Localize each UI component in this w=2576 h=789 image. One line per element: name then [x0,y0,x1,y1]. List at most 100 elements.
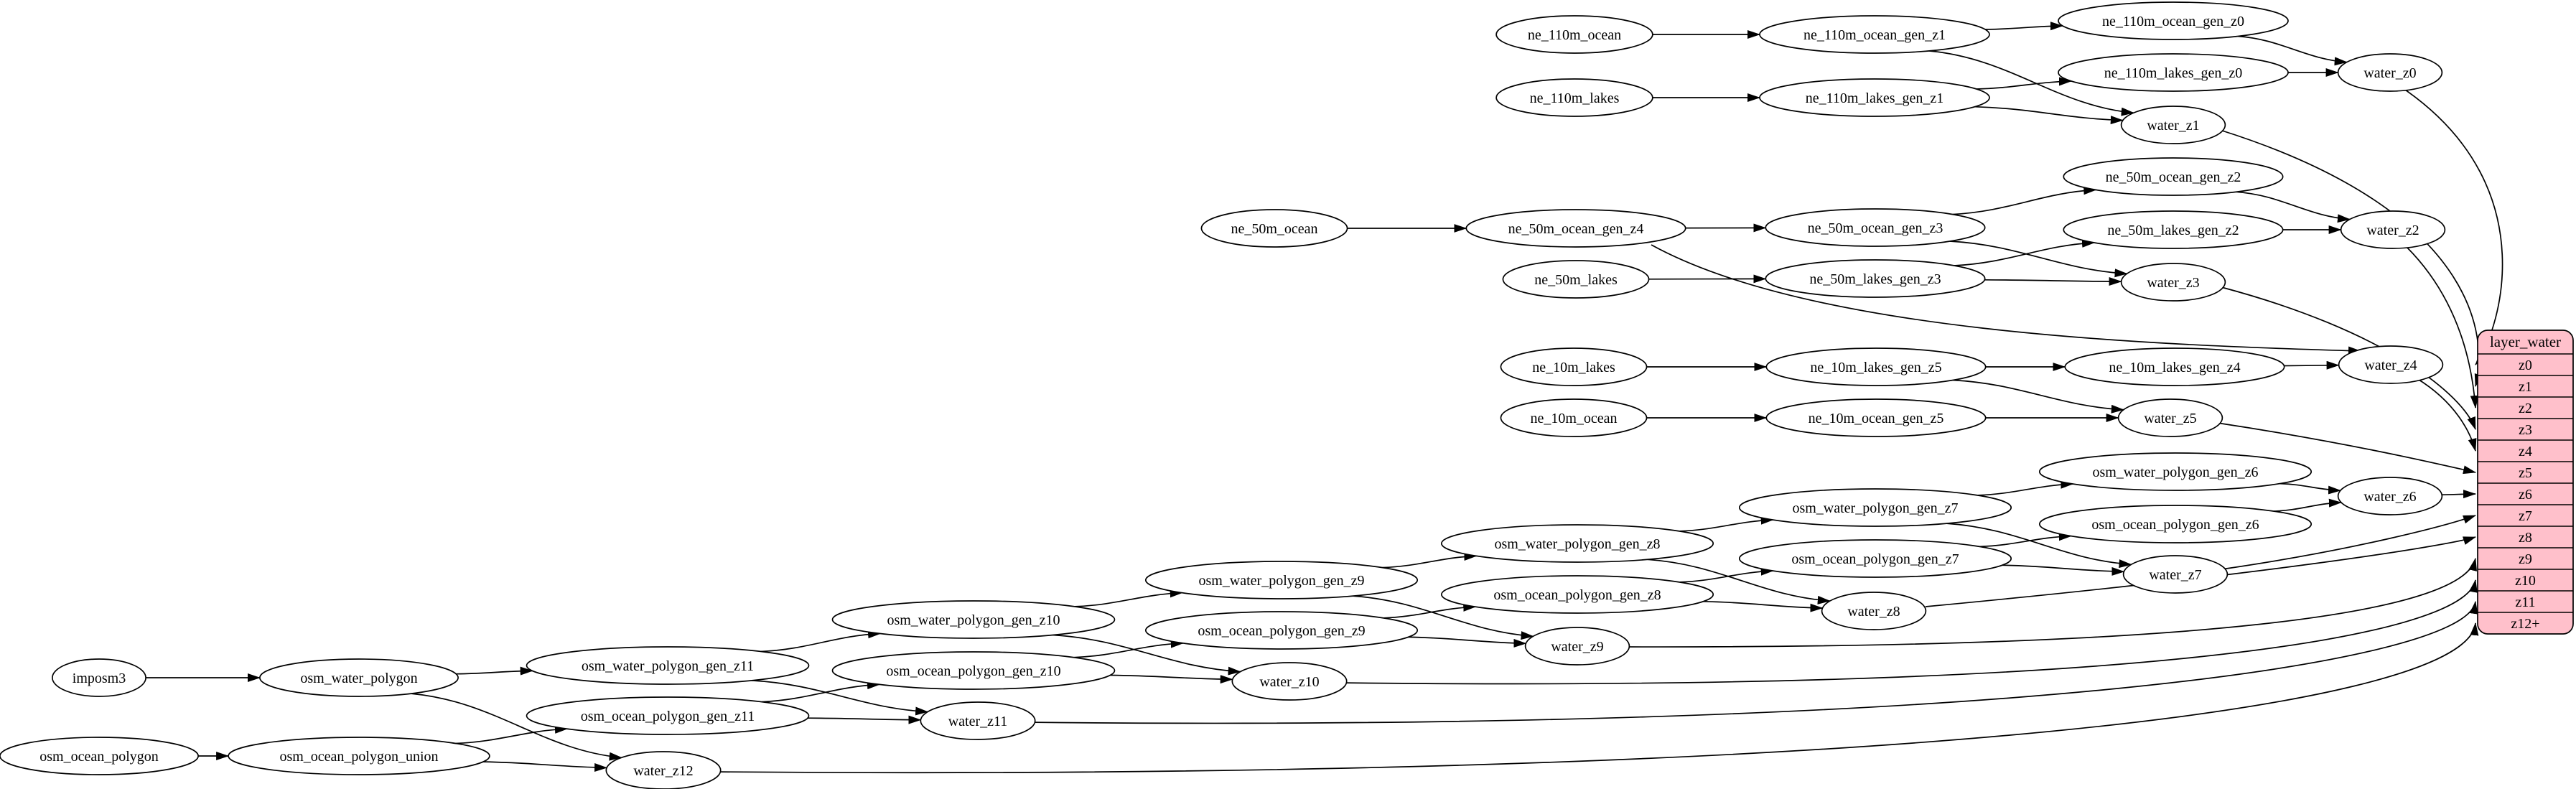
node-water_z1: water_z1 [2120,106,2226,144]
node-water_z8: water_z8 [1821,592,1927,630]
node-shape-ne_50m_ocean_gen_z2 [2063,157,2284,196]
node-shape-osm_water_polygon_gen_z9 [1144,561,1419,599]
node-shape-ne_10m_ocean [1500,398,1648,437]
node-shape-ne_10m_lakes_gen_z4 [2064,347,2285,386]
node-label-osm_ocean_polygon_gen_z10: osm_ocean_polygon_gen_z10 [886,663,1060,679]
edge-osm_water_polygon_gen_z10-to-water_z10 [1053,634,1241,676]
node-shape-ne_110m_ocean [1495,15,1653,54]
node-water_z2: water_z2 [2340,210,2446,249]
node-shape-water_z2 [2340,210,2446,249]
node-shape-water_z6 [2337,477,2443,515]
node-imposm3: imposm3 [52,658,146,697]
node-shape-osm_ocean_polygon [0,737,199,775]
node-label-osm_water_polygon_gen_z8: osm_water_polygon_gen_z8 [1494,536,1660,552]
node-shape-water_z3 [2120,263,2226,302]
node-shape-ne_110m_ocean_gen_z0 [2058,1,2289,40]
node-shape-osm_ocean_polygon_gen_z10 [831,651,1116,690]
edge-ne_50m_lakes_gen_z3-to-ne_50m_lakes_gen_z2 [1954,238,2095,266]
node-shape-osm_ocean_polygon_gen_z7 [1738,539,2012,578]
edge-osm_water_polygon_gen_z7-to-water_z7 [1946,523,2132,569]
layer-water-row-z2: z2 [2519,401,2532,416]
node-label-water_z11: water_z11 [948,714,1008,729]
edge-ne_10m_lakes_gen_z5-to-water_z5 [1953,379,2124,414]
edge-water_z9-to-layer_water-z9 [1623,558,2477,648]
layer-water-row-z0: z0 [2519,358,2532,373]
edge-osm_water_polygon_gen_z8-to-water_z8 [1647,559,1831,604]
node-label-ne_10m_lakes: ne_10m_lakes [1532,360,1615,375]
node-osm_water_polygon_gen_z7: osm_water_polygon_gen_z7 [1738,488,2012,527]
edge-ne_110m_ocean_gen_z1-to-water_z1 [1928,50,2134,116]
edge-water_z7-to-layer_water-z7 [2221,515,2476,570]
node-water_z3: water_z3 [2120,263,2226,302]
node-label-water_z8: water_z8 [1847,604,1900,620]
edge-water_z12-to-layer_water-z12+ [710,622,2479,774]
node-water_z6: water_z6 [2337,477,2443,515]
edge-ne_110m_lakes_gen_z1-to-ne_110m_lakes_gen_z0 [1977,77,2072,90]
node-shape-ne_50m_ocean_gen_z4 [1465,209,1686,248]
node-label-ne_110m_ocean_gen_z1: ne_110m_ocean_gen_z1 [1803,27,1946,43]
edge-osm_ocean_polygon_gen_z7-to-osm_ocean_polygon_gen_z6 [1979,532,2072,548]
node-water_z11: water_z11 [920,701,1036,740]
layer-water-record-shape [2477,330,2574,635]
node-ne_50m_ocean_gen_z2: ne_50m_ocean_gen_z2 [2063,157,2284,196]
nodes: ne_110m_ocean ne_110m_ocean_gen_z1 ne_110m… [0,1,2446,789]
node-ne_10m_ocean_gen_z5: ne_10m_ocean_gen_z5 [1765,398,1987,437]
edge-osm_water_polygon-to-osm_water_polygon_gen_z11 [456,666,533,676]
edge-osm_ocean_polygon_gen_z7-to-water_z7 [2002,564,2125,576]
layer-water-row-z12+: z12+ [2511,616,2539,632]
node-shape-water_z1 [2120,106,2226,144]
node-shape-water_z8 [1821,592,1927,630]
node-shape-osm_water_polygon_gen_z8 [1440,524,1714,563]
node-label-water_z3: water_z3 [2147,275,2199,291]
node-ne_110m_lakes_gen_z1: ne_110m_lakes_gen_z1 [1759,78,1990,117]
node-shape-osm_water_polygon_gen_z11 [526,646,810,685]
edge-osm_water_polygon_gen_z7-to-osm_water_polygon_gen_z6 [1977,480,2074,496]
edge-osm_ocean_polygon_gen_z10-to-water_z10 [1110,674,1233,684]
node-label-osm_ocean_polygon: osm_ocean_polygon [39,749,159,765]
layer-water-row-z4: z4 [2519,444,2532,459]
node-shape-osm_water_polygon_gen_z6 [2038,452,2313,491]
layer-water-row-z6: z6 [2519,487,2532,503]
edge-osm_water_polygon_gen_z9-to-water_z9 [1353,595,1534,640]
node-shape-osm_ocean_polygon_gen_z6 [2038,505,2313,543]
node-shape-ne_10m_lakes [1500,347,1648,386]
node-label-water_z7: water_z7 [2149,567,2201,583]
edge-osm_water_polygon_gen_z6-to-water_z6 [2279,482,2341,495]
node-label-ne_10m_lakes_gen_z4: ne_10m_lakes_gen_z4 [2109,360,2240,375]
node-label-water_z5: water_z5 [2144,411,2196,426]
edge-water_z8-to-layer_water-z8 [1925,536,2476,607]
node-label-osm_water_polygon_gen_z11: osm_water_polygon_gen_z11 [582,658,754,674]
edge-osm_ocean_polygon_gen_z8-to-osm_ocean_polygon_gen_z7 [1679,566,1774,583]
node-shape-osm_water_polygon_gen_z10 [831,600,1116,639]
node-shape-osm_ocean_polygon_union [228,737,490,775]
node-shape-water_z10 [1231,662,1348,701]
node-ne_50m_ocean_gen_z4: ne_50m_ocean_gen_z4 [1465,209,1686,248]
node-osm_ocean_polygon_gen_z8: osm_ocean_polygon_gen_z8 [1440,575,1714,614]
node-label-ne_50m_lakes_gen_z2: ne_50m_lakes_gen_z2 [2107,223,2239,238]
node-label-ne_110m_ocean_gen_z0: ne_110m_ocean_gen_z0 [2102,14,2244,29]
node-ne_10m_lakes_gen_z5: ne_10m_lakes_gen_z5 [1765,347,1987,386]
edge-ne_50m_ocean_gen_z3-to-water_z3 [1949,241,2128,278]
node-label-water_z1: water_z1 [2147,118,2199,134]
node-water_z0: water_z0 [2337,53,2443,92]
node-shape-osm_ocean_polygon_gen_z9 [1144,611,1419,650]
node-label-water_z9: water_z9 [1551,639,1603,655]
node-osm_water_polygon: osm_water_polygon [259,658,459,697]
node-water_z5: water_z5 [2117,398,2223,437]
node-label-ne_50m_ocean_gen_z3: ne_50m_ocean_gen_z3 [1808,220,1943,236]
edge-water_z5-to-layer_water-z5 [2216,422,2476,475]
node-label-osm_water_polygon_gen_z7: osm_water_polygon_gen_z7 [1792,500,1958,516]
edge-osm_ocean_polygon_union-to-water_z12 [482,761,608,772]
node-shape-ne_50m_lakes [1502,260,1650,299]
node-shape-water_z12 [605,751,722,789]
node-ne_110m_ocean: ne_110m_ocean [1495,15,1653,54]
node-shape-ne_50m_lakes_gen_z3 [1765,259,1986,298]
layer-water-row-z9: z9 [2519,551,2532,567]
edge-osm_ocean_polygon_gen_z8-to-water_z8 [1703,600,1824,612]
node-label-osm_water_polygon_gen_z10: osm_water_polygon_gen_z10 [887,612,1060,628]
node-shape-ne_110m_lakes_gen_z1 [1759,78,1990,117]
node-ne_110m_lakes_gen_z0: ne_110m_lakes_gen_z0 [2058,53,2289,92]
node-label-ne_110m_lakes_gen_z0: ne_110m_lakes_gen_z0 [2104,65,2243,81]
node-shape-water_z7 [2122,555,2229,594]
node-label-water_z10: water_z10 [1259,674,1319,690]
